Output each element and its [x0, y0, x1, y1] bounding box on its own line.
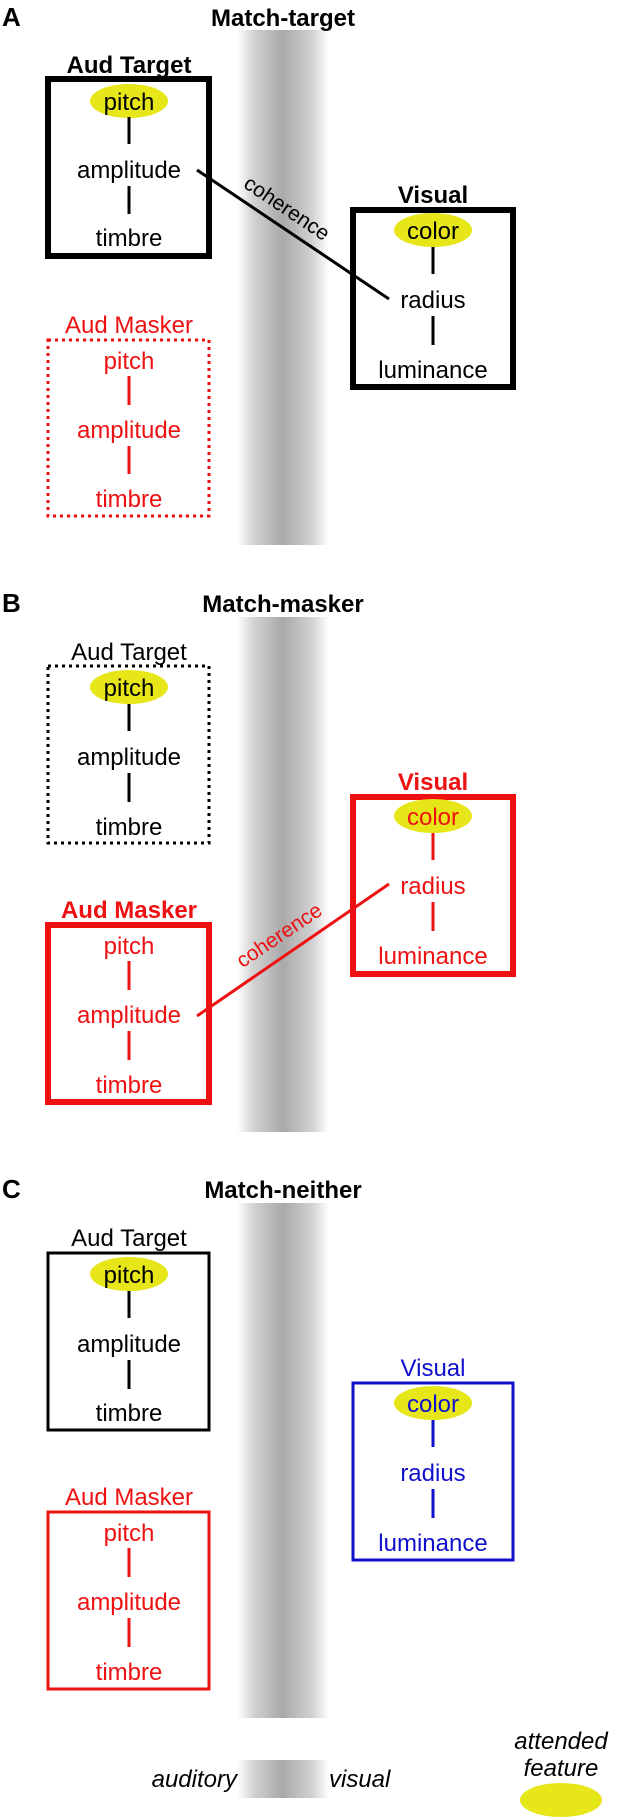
attended-feature-highlight: [394, 213, 472, 247]
legend: auditory visual attended feature: [152, 1728, 608, 1817]
feature-timbre: timbre: [96, 225, 163, 252]
box-title: Aud Masker: [65, 312, 193, 339]
modality-band-c: [237, 1203, 329, 1718]
attended-feature-highlight: [90, 1257, 168, 1291]
panel-c: C Match-neither Aud Target pitch amplitu…: [2, 1174, 515, 1691]
feature-timbre: timbre: [96, 814, 163, 841]
feature-amplitude: amplitude: [77, 1589, 181, 1616]
feature-amplitude: amplitude: [77, 744, 181, 771]
feature-amplitude: amplitude: [77, 417, 181, 444]
feature-pitch: pitch: [104, 348, 155, 375]
box-title: Visual: [401, 1355, 466, 1382]
feature-color: color: [407, 1391, 459, 1418]
feature-pitch: pitch: [104, 1262, 155, 1289]
legend-attended-line2: feature: [524, 1755, 599, 1782]
panel-letter: B: [2, 588, 21, 618]
legend-visual: visual: [329, 1766, 391, 1793]
visual-box: Visual color radius luminance: [350, 769, 516, 977]
aud-masker-box: Aud Masker pitch amplitude timbre: [45, 897, 212, 1105]
panel-a: A Match-target Aud Target pitch amplitud…: [2, 2, 516, 518]
feature-radius: radius: [400, 1460, 465, 1487]
panel-letter: C: [2, 1174, 21, 1204]
modality-band-legend: [237, 1760, 329, 1798]
box-title: Aud Masker: [61, 897, 197, 924]
visual-box: Visual color radius luminance: [351, 1355, 515, 1562]
attended-feature-highlight: [90, 670, 168, 704]
feature-pitch: pitch: [104, 89, 155, 116]
box-title: Aud Target: [71, 1225, 187, 1252]
feature-amplitude: amplitude: [77, 157, 181, 184]
attended-feature-swatch: [520, 1783, 602, 1817]
feature-timbre: timbre: [96, 1072, 163, 1099]
feature-timbre: timbre: [96, 486, 163, 513]
legend-auditory: auditory: [152, 1766, 239, 1793]
box-title: Aud Target: [71, 639, 187, 666]
modality-band-b: [237, 617, 329, 1132]
box-title: Visual: [398, 182, 468, 209]
panel-letter: A: [2, 2, 21, 32]
box-title: Aud Target: [67, 52, 192, 79]
panel-title: Match-masker: [202, 591, 363, 618]
modality-band-a: [237, 30, 329, 545]
box-title: Visual: [398, 769, 468, 796]
feature-timbre: timbre: [96, 1659, 163, 1686]
feature-color: color: [407, 218, 459, 245]
visual-box: Visual color radius luminance: [350, 182, 516, 390]
box-title: Aud Masker: [65, 1484, 193, 1511]
aud-target-box: Aud Target pitch amplitude timbre: [46, 1225, 211, 1432]
aud-masker-box: Aud Masker pitch amplitude timbre: [46, 1484, 211, 1691]
panel-title: Match-neither: [204, 1177, 361, 1204]
feature-amplitude: amplitude: [77, 1331, 181, 1358]
aud-target-box: Aud Target pitch amplitude timbre: [46, 639, 211, 845]
feature-pitch: pitch: [104, 933, 155, 960]
feature-timbre: timbre: [96, 1400, 163, 1427]
feature-pitch: pitch: [104, 675, 155, 702]
feature-luminance: luminance: [378, 357, 487, 384]
feature-radius: radius: [400, 287, 465, 314]
feature-amplitude: amplitude: [77, 1002, 181, 1029]
attended-feature-highlight: [90, 84, 168, 118]
feature-luminance: luminance: [378, 1530, 487, 1557]
feature-radius: radius: [400, 873, 465, 900]
attended-feature-highlight: [394, 799, 472, 833]
feature-color: color: [407, 804, 459, 831]
aud-masker-box: Aud Masker pitch amplitude timbre: [46, 312, 211, 518]
feature-pitch: pitch: [104, 1520, 155, 1547]
legend-attended-line1: attended: [514, 1728, 608, 1755]
attended-feature-highlight: [394, 1386, 472, 1420]
feature-luminance: luminance: [378, 943, 487, 970]
aud-target-box: Aud Target pitch amplitude timbre: [45, 52, 212, 259]
panel-title: Match-target: [211, 5, 355, 32]
